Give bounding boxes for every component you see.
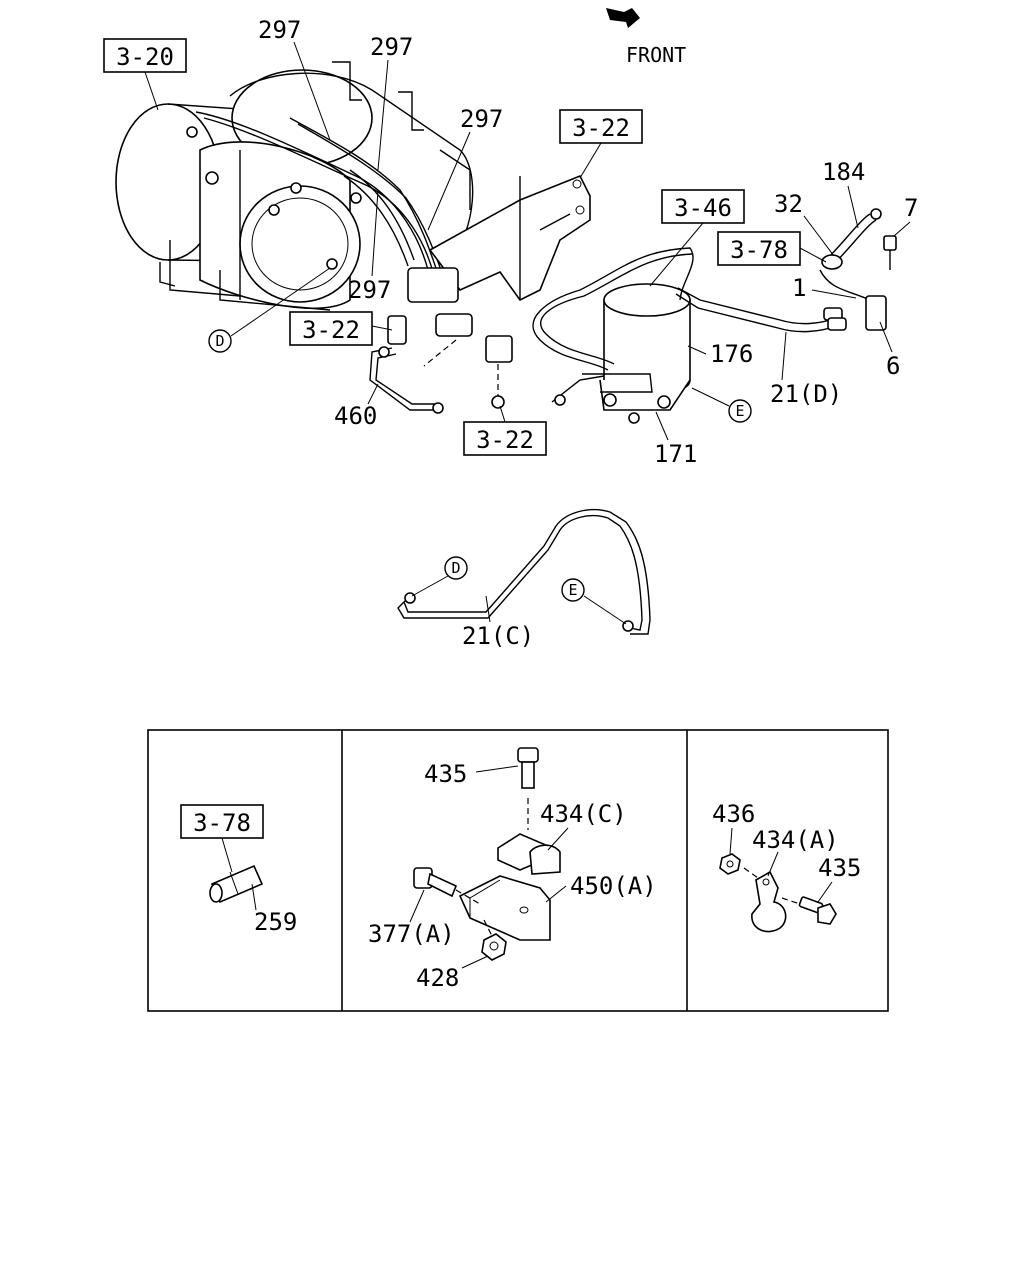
detail-clamp: 436 434(A) 435 [712,800,861,933]
ref-box-3-78-main: 3-78 [717,231,827,266]
svg-text:435: 435 [424,760,467,788]
callout-297-b: 297 [370,33,413,171]
svg-text:176: 176 [710,340,753,368]
ref-box-3-46: 3-46 [649,189,745,287]
marker-e-pipe: E [561,578,627,625]
svg-text:428: 428 [416,964,459,992]
svg-text:6: 6 [886,352,900,380]
marker-d-pipe: D [411,556,468,597]
callout-460: 460 [334,383,379,430]
svg-text:D: D [215,332,224,350]
svg-text:460: 460 [334,402,377,430]
svg-text:435: 435 [818,854,861,882]
svg-text:D: D [451,559,460,577]
front-label: FRONT [626,43,686,67]
svg-text:297: 297 [460,105,503,133]
connector-fittings [819,208,897,331]
svg-text:297: 297 [370,33,413,61]
detail-sleeve: 3-78 259 [180,804,297,936]
callout-6: 6 [879,321,900,380]
svg-text:436: 436 [712,800,755,828]
svg-text:184: 184 [822,158,865,186]
svg-text:21(D): 21(D) [770,380,842,408]
callout-21d: 21(D) [770,331,842,408]
svg-text:3-78: 3-78 [730,236,788,264]
svg-text:32: 32 [774,190,803,218]
air-dryer [582,283,691,424]
marker-d-main: D [208,267,331,353]
callout-171: 171 [654,411,697,468]
detail-bracket-assembly: 435 434(C) 450(A) 377(A) 428 [368,747,657,992]
svg-text:3-22: 3-22 [476,426,534,454]
callout-297-c: 297 [427,105,503,231]
svg-text:3-20: 3-20 [116,43,174,71]
callout-297-a: 297 [258,16,331,141]
callout-7: 7 [893,194,918,237]
valve-block [387,267,513,409]
frame-bracket [428,174,591,302]
ref-box-3-20: 3-20 [103,38,187,111]
front-arrow-icon [606,8,640,28]
ref-box-3-22-bottom: 3-22 [463,405,547,456]
svg-text:3-78: 3-78 [193,809,251,837]
svg-text:171: 171 [654,440,697,468]
svg-text:434(C): 434(C) [540,800,627,828]
callout-32: 32 [774,190,835,257]
ref-box-3-22-top: 3-22 [559,109,643,179]
callout-176: 176 [687,340,753,368]
svg-text:1: 1 [792,274,806,302]
svg-text:297: 297 [348,276,391,304]
svg-text:7: 7 [904,194,918,222]
ref-box-3-22-left: 3-22 [289,311,393,346]
svg-text:434(A): 434(A) [752,826,839,854]
detail-panel [147,729,889,1012]
callout-297-d: 297 [348,189,391,304]
callout-1: 1 [792,274,857,302]
callout-21c: 21(C) [462,595,534,650]
air-tank-assembly [115,61,474,311]
svg-text:3-22: 3-22 [572,114,630,142]
svg-text:450(A): 450(A) [570,872,657,900]
svg-text:E: E [568,581,577,599]
svg-text:3-46: 3-46 [674,194,732,222]
svg-text:377(A): 377(A) [368,920,455,948]
svg-text:E: E [735,402,744,420]
svg-text:3-22: 3-22 [302,316,360,344]
svg-text:259: 259 [254,908,297,936]
pipe-460 [369,346,444,414]
callout-184: 184 [822,158,865,229]
svg-text:21(C): 21(C) [462,622,534,650]
svg-text:297: 297 [258,16,301,44]
marker-e-main: E [691,387,752,423]
